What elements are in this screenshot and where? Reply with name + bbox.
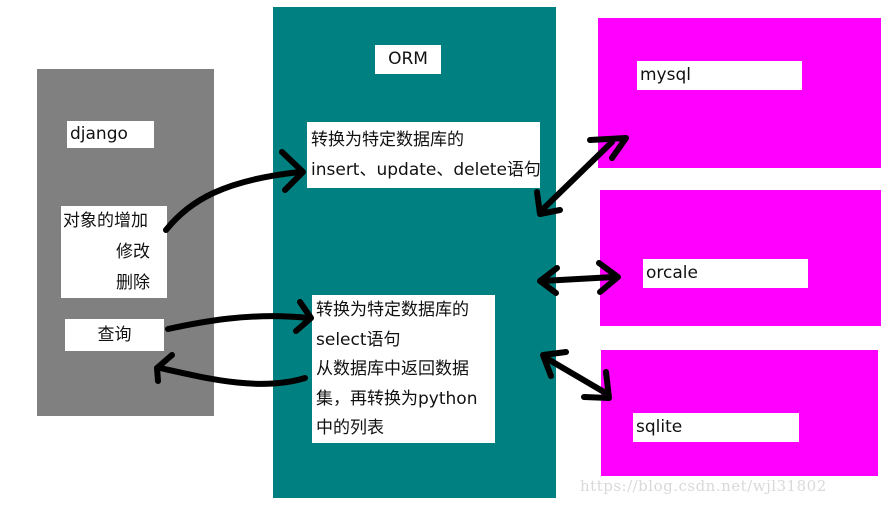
arrowhead-orm-mysql-end [587, 135, 629, 161]
mysql-label: mysql [637, 61, 802, 90]
arrowhead-crud-to-orm [279, 149, 306, 193]
django-crud-line-3: 删除 [116, 273, 150, 293]
orm-read-line-3: 从数据库中返回数据 [316, 359, 469, 379]
arrow-orm-sqlite [543, 355, 607, 395]
arrowhead-orm-sqlite-start [540, 349, 569, 379]
django-crud-line-2: 修改 [116, 242, 150, 262]
arrow-query-to-orm [165, 313, 311, 332]
arrowhead-orm-to-query [154, 352, 175, 384]
orm-read-line-5: 中的列表 [316, 418, 384, 438]
django-title: django [67, 121, 154, 148]
arrowhead-orm-mysql-start [534, 189, 563, 217]
arrowhead-orm-orcale-start [537, 265, 560, 296]
orm-read-line-2: select语句 [316, 329, 401, 350]
arrowhead-query-to-orm [293, 299, 314, 334]
django-crud-label: 对象的增加 修改 删除 [61, 206, 167, 298]
orm-write-line-1: 转换为特定数据库的 [311, 130, 464, 150]
django-query-label: 查询 [65, 319, 164, 351]
arrowhead-orm-orcale-end [596, 260, 621, 295]
django-crud-line-1: 对象的增加 [63, 211, 148, 231]
orm-read-line-4: 集，再转换为python [316, 388, 478, 409]
orcale-box [600, 190, 881, 326]
sqlite-label: sqlite [633, 413, 799, 442]
orm-read-line-1: 转换为特定数据库的 [316, 300, 469, 320]
orm-write-label: 转换为特定数据库的 insert、update、delete语句 [307, 122, 541, 188]
arrow-orm-mysql [537, 139, 615, 215]
watermark: https://blog.csdn.net/wjl31802 [580, 477, 827, 495]
orm-write-line-2: insert、update、delete语句 [311, 160, 541, 180]
arrowhead-orm-sqlite-end [581, 369, 612, 401]
arrow-orm-orcale [539, 274, 617, 284]
arrow-crud-to-orm [163, 169, 303, 233]
mysql-box [598, 18, 881, 168]
arrow-orm-to-query [157, 365, 308, 387]
orcale-label: orcale [643, 259, 808, 288]
orm-read-label: 转换为特定数据库的 select语句 从数据库中返回数据 集，再转换为pytho… [312, 295, 495, 443]
orm-title: ORM [375, 45, 441, 74]
